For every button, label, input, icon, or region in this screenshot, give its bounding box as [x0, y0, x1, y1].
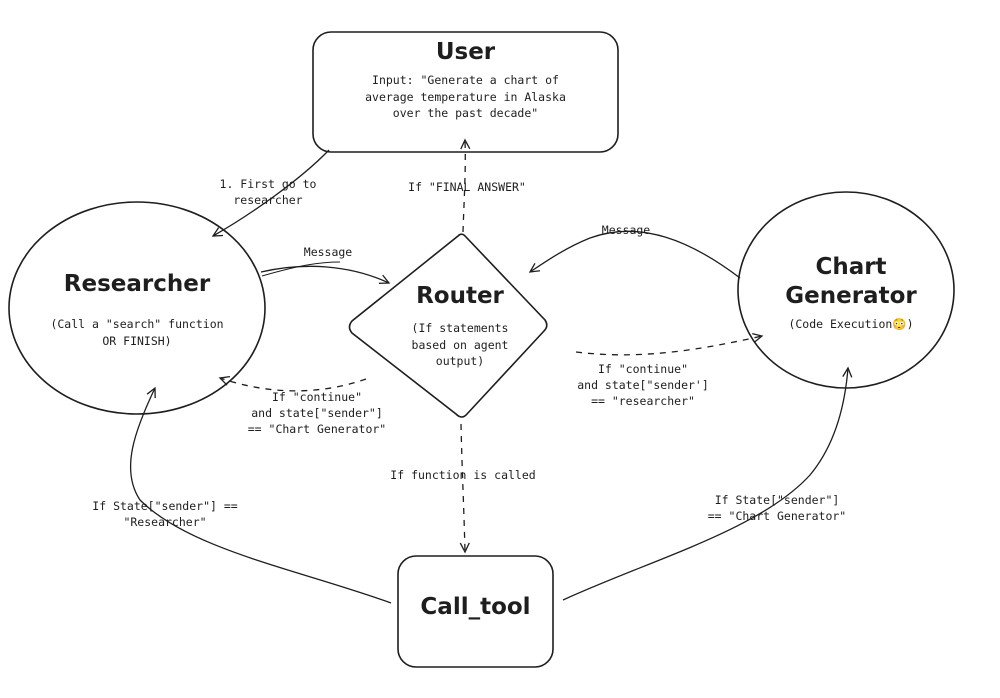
router-diamond — [348, 233, 548, 418]
edge-label-router-to-user: If "FINAL ANSWER" — [408, 180, 526, 194]
edge-chart-to-router — [528, 230, 741, 279]
edge-researcher-to-router-shadow — [261, 261, 341, 277]
edge-router-to-researcher — [218, 375, 367, 392]
call-tool-box — [397, 555, 554, 668]
edge-label-router-to-researcher: If "continue" and state["sender"] == "Ch… — [247, 390, 387, 437]
edge-label-chart-to-router: Message — [601, 223, 651, 237]
edge-label-researcher-to-router: Message — [303, 245, 353, 259]
researcher-circle — [8, 201, 266, 415]
call-tool-node-title: Call_tool — [420, 594, 531, 620]
researcher-node-title: Researcher — [63, 271, 211, 297]
user-node-detail: Input: "Generate a chart of average temp… — [365, 73, 566, 121]
edge-label-user-to-researcher: 1. First go to researcher — [219, 177, 317, 208]
chart-generator-node-title: Chart Generator — [785, 254, 917, 309]
edge-label-call-tool-to-chart: If State["sender"] == "Chart Generator" — [707, 493, 847, 524]
edge-call-tool-to-chart — [562, 366, 853, 601]
edge-user-to-researcher — [211, 149, 330, 237]
user-box — [312, 31, 619, 153]
chart-generator-node-detail: (Code Execution😳) — [788, 317, 914, 331]
edge-researcher-to-router — [260, 265, 391, 284]
router-node-title: Router — [416, 283, 504, 309]
edge-label-call-tool-to-researcher: If State["sender"] == "Researcher" — [92, 499, 238, 530]
edge-label-router-to-chart: If "continue" and state["sender'] == "re… — [577, 362, 709, 409]
edge-router-to-chart — [575, 332, 764, 356]
edge-call-tool-to-researcher — [129, 386, 392, 604]
researcher-node-detail: (Call a "search" function OR FINISH) — [50, 317, 224, 348]
user-node-title: User — [435, 39, 496, 65]
router-node-detail: (If statements based on agent output) — [411, 321, 509, 369]
edge-router-to-call-tool — [459, 423, 470, 554]
edge-label-router-to-call-tool: If function is called — [390, 468, 536, 482]
